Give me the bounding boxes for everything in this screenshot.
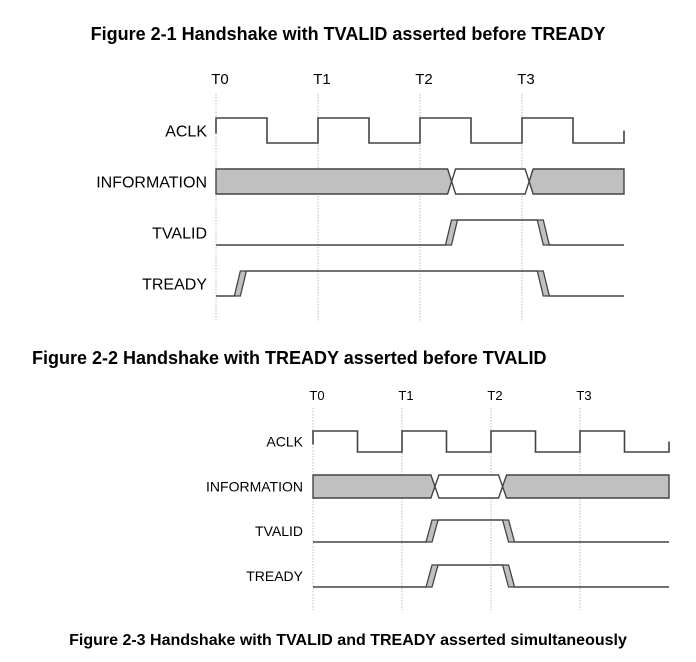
time-marker-t2: T2: [487, 388, 502, 403]
signal-label-aclk: ACLK: [165, 123, 207, 140]
edge-rising-tvalid: [425, 519, 439, 543]
figure-2-2-caption: Figure 2-2 Handshake with TREADY asserte…: [32, 348, 547, 368]
time-marker-t1: T1: [313, 71, 331, 88]
signal-label-information: INFORMATION: [96, 174, 207, 191]
time-marker-t3: T3: [517, 71, 535, 88]
time-marker-t0: T0: [211, 71, 229, 88]
time-marker-t2: T2: [415, 71, 433, 88]
edge-rising-tready: [425, 564, 439, 588]
waveform-aclk: [312, 430, 670, 453]
signal-label-tready: TREADY: [142, 276, 207, 293]
signal-label-tvalid: TVALID: [152, 225, 207, 242]
bus-segment-valid: [434, 474, 504, 499]
bus-segment-invalid: [501, 474, 670, 499]
bus-segment-invalid: [528, 168, 625, 195]
figure-2-3-caption: Figure 2-3 Handshake with TVALID and TRE…: [69, 632, 627, 649]
waveform-aclk: [215, 117, 625, 144]
figure-2-1-caption: Figure 2-1 Handshake with TVALID asserte…: [90, 24, 606, 44]
time-marker-t3: T3: [576, 388, 591, 403]
signal-label-information: INFORMATION: [206, 479, 303, 495]
signal-label-aclk: ACLK: [266, 434, 303, 450]
time-marker-t1: T1: [398, 388, 413, 403]
edge-falling-tvalid: [501, 519, 516, 543]
signal-label-tvalid: TVALID: [255, 523, 303, 539]
bus-segment-invalid: [312, 474, 436, 499]
time-marker-t0: T0: [309, 388, 324, 403]
edge-falling-tready: [501, 564, 516, 588]
signal-label-tready: TREADY: [246, 568, 303, 584]
